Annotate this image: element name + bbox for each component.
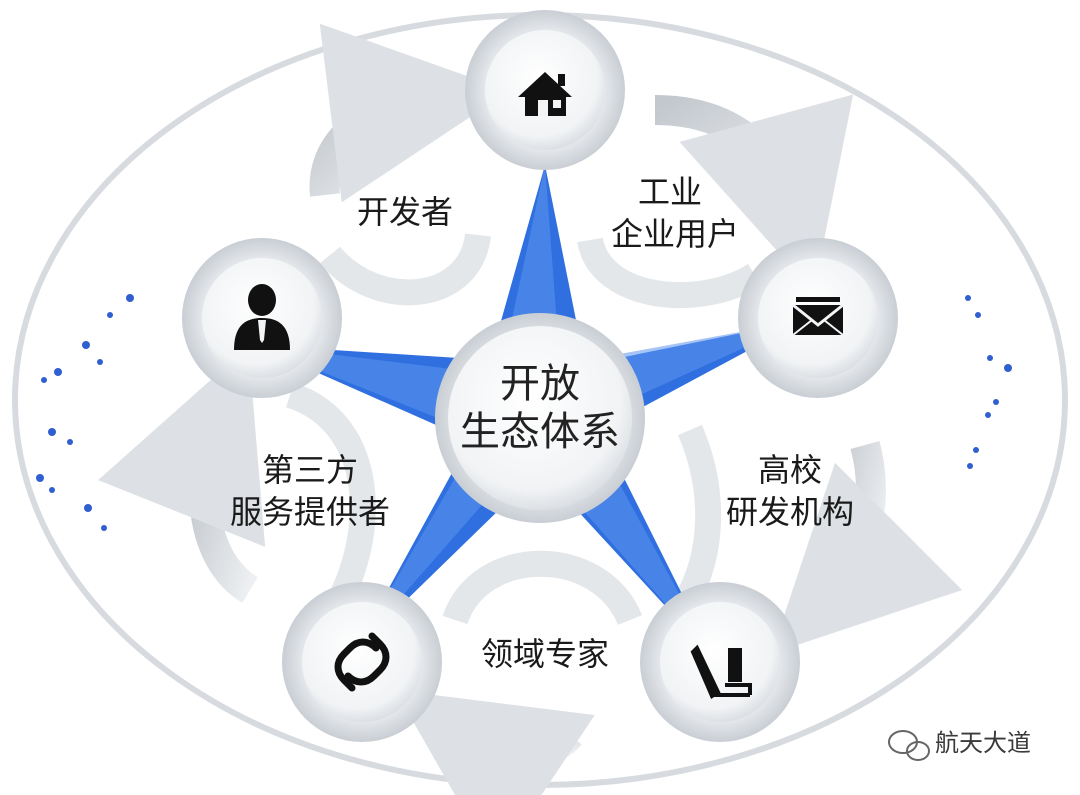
wechat-icon xyxy=(888,730,930,761)
center-node xyxy=(435,313,645,523)
chain-link-icon xyxy=(334,632,390,692)
house-icon xyxy=(518,72,572,116)
label-university-line1: 高校 xyxy=(757,451,822,489)
label-experts: 领域专家 xyxy=(480,635,609,673)
label-industry-line2: 企业用户 xyxy=(610,215,739,253)
outer-loops xyxy=(285,232,762,626)
node-pen xyxy=(640,582,800,742)
envelope-icon xyxy=(792,297,844,336)
watermark-text: 航天大道 xyxy=(935,729,1031,757)
label-university-line2: 研发机构 xyxy=(725,493,854,531)
label-thirdparty-line2: 服务提供者 xyxy=(229,493,390,531)
arrow-home-to-industry xyxy=(654,94,854,292)
arrow-experts-bottom xyxy=(395,690,595,795)
node-link xyxy=(282,582,442,742)
right-dot-decoration xyxy=(965,295,1012,469)
arrow-developer-to-home xyxy=(309,23,510,203)
flow-arrows xyxy=(98,23,963,795)
label-industry-line1: 工业 xyxy=(637,173,702,211)
arrow-university-to-right xyxy=(771,441,963,654)
pen-tools-icon xyxy=(690,644,752,699)
center-title-line2: 生态体系 xyxy=(460,409,620,455)
businessman-icon xyxy=(234,284,290,350)
center-title-line1: 开放 xyxy=(500,361,580,407)
label-developer: 开发者 xyxy=(356,193,453,231)
label-thirdparty-line1: 第三方 xyxy=(261,451,358,489)
arrow-thirdparty-up xyxy=(98,346,266,603)
